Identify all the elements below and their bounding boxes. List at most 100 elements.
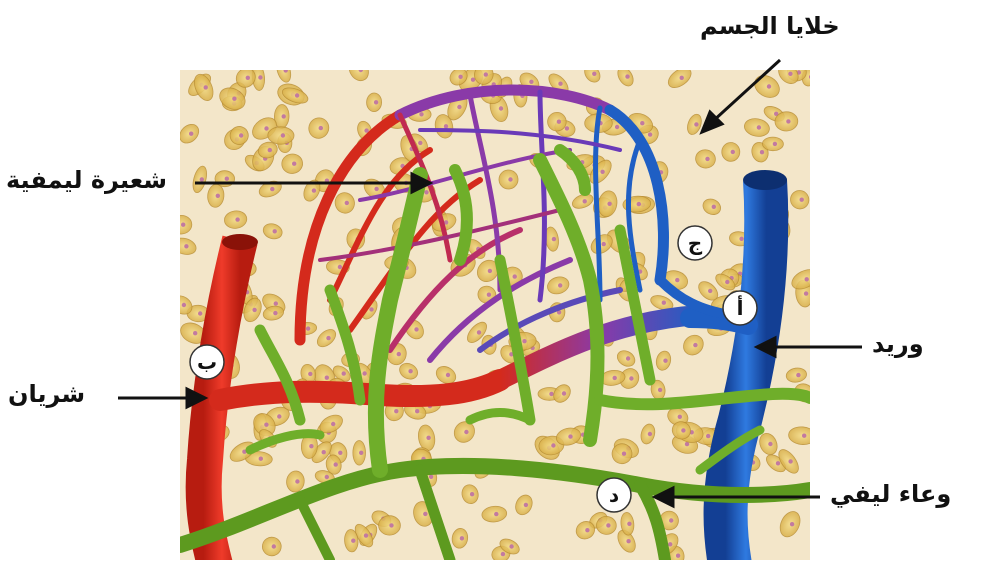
cell-nucleus xyxy=(757,125,761,129)
cell-nucleus xyxy=(252,308,256,312)
cell-nucleus xyxy=(658,388,662,392)
cell-nucleus xyxy=(325,475,329,479)
cell-nucleus xyxy=(681,428,685,432)
cell-nucleus xyxy=(374,187,378,191)
cell-nucleus xyxy=(804,291,808,295)
cell-nucleus xyxy=(362,371,366,375)
cell-nucleus xyxy=(374,100,378,104)
cell-nucleus xyxy=(712,205,716,209)
cell-nucleus xyxy=(524,503,528,507)
cell-nucleus xyxy=(258,75,262,79)
cell-nucleus xyxy=(626,356,630,360)
cell-nucleus xyxy=(694,122,698,126)
cell-nucleus xyxy=(359,68,363,72)
cell-nucleus xyxy=(281,133,285,137)
cell-nucleus xyxy=(663,359,667,363)
cell-nucleus xyxy=(708,289,712,293)
cell-nucleus xyxy=(484,72,488,76)
vein-label: وريد xyxy=(872,330,924,358)
cell-nucleus xyxy=(408,369,412,373)
cell-nucleus xyxy=(274,301,278,305)
cell-nucleus xyxy=(767,84,771,88)
cell-nucleus xyxy=(397,352,401,356)
cell-nucleus xyxy=(768,442,772,446)
cell-nucleus xyxy=(551,443,555,447)
cell-nucleus xyxy=(268,148,272,152)
cell-nucleus xyxy=(331,422,335,426)
cell-nucleus xyxy=(351,539,355,543)
cell-nucleus xyxy=(488,269,492,273)
cell-nucleus xyxy=(562,391,566,395)
cell-nucleus xyxy=(225,177,229,181)
cell-nucleus xyxy=(369,307,373,311)
marker-b: ب xyxy=(190,345,224,379)
cell-nucleus xyxy=(306,326,310,330)
cell-nucleus xyxy=(308,372,312,376)
cell-nucleus xyxy=(637,202,641,206)
cell-nucleus xyxy=(669,518,673,522)
cell-nucleus xyxy=(457,105,461,109)
cell-nucleus xyxy=(786,119,790,123)
cell-nucleus xyxy=(319,126,323,130)
cell-nucleus xyxy=(613,376,617,380)
cell-nucleus xyxy=(790,522,794,526)
cell-nucleus xyxy=(501,552,505,556)
lymph-capillary-label: شعيرة ليمفية xyxy=(6,166,167,194)
cell-nucleus xyxy=(470,492,474,496)
cell-nucleus xyxy=(277,414,281,418)
body-cells-label: خلايا الجسم xyxy=(700,12,840,40)
cell-nucleus xyxy=(680,76,684,80)
cell-nucleus xyxy=(273,229,277,233)
cell-nucleus xyxy=(499,106,503,110)
cell-nucleus xyxy=(706,434,710,438)
marker-a: أ xyxy=(723,291,757,325)
cell-nucleus xyxy=(508,177,512,181)
cell-nucleus xyxy=(513,274,517,278)
cell-nucleus xyxy=(460,536,464,540)
cell-nucleus xyxy=(334,462,338,466)
cell-nucleus xyxy=(418,141,422,145)
cell-nucleus xyxy=(471,78,475,82)
cell-nucleus xyxy=(668,542,672,546)
marker-d-text: د xyxy=(609,483,619,507)
cell-nucleus xyxy=(606,523,610,527)
cell-nucleus xyxy=(685,442,689,446)
cell-nucleus xyxy=(558,82,562,86)
cell-nucleus xyxy=(193,331,197,335)
cell-nucleus xyxy=(558,283,562,287)
cell-nucleus xyxy=(705,157,709,161)
cell-nucleus xyxy=(273,311,277,315)
cell-nucleus xyxy=(662,301,666,305)
cell-nucleus xyxy=(235,217,239,221)
cell-nucleus xyxy=(788,72,792,76)
cell-nucleus xyxy=(487,293,491,297)
cell-nucleus xyxy=(678,415,682,419)
cell-nucleus xyxy=(309,444,313,448)
cell-nucleus xyxy=(270,187,274,191)
marker-a-text: أ xyxy=(737,294,744,320)
cell-nucleus xyxy=(282,114,286,118)
cell-nucleus xyxy=(557,120,561,124)
cell-nucleus xyxy=(648,432,652,436)
cell-nucleus xyxy=(552,237,556,241)
cell-nucleus xyxy=(292,162,296,166)
cell-nucleus xyxy=(239,133,243,137)
cell-nucleus xyxy=(429,475,433,479)
cell-nucleus xyxy=(264,126,268,130)
cell-nucleus xyxy=(676,554,680,558)
cell-nucleus xyxy=(477,330,481,334)
cell-nucleus xyxy=(444,124,448,128)
cell-nucleus xyxy=(522,339,526,343)
cell-nucleus xyxy=(464,430,468,434)
cell-nucleus xyxy=(494,512,498,516)
cell-nucleus xyxy=(805,277,809,281)
cell-nucleus xyxy=(731,150,735,154)
cell-nucleus xyxy=(216,194,220,198)
cell-nucleus xyxy=(773,142,777,146)
cell-nucleus xyxy=(232,97,236,101)
cell-nucleus xyxy=(342,371,346,375)
marker-j: ج xyxy=(678,226,712,260)
cell-nucleus xyxy=(760,150,764,154)
cell-nucleus xyxy=(592,72,596,76)
cell-nucleus xyxy=(640,121,644,125)
